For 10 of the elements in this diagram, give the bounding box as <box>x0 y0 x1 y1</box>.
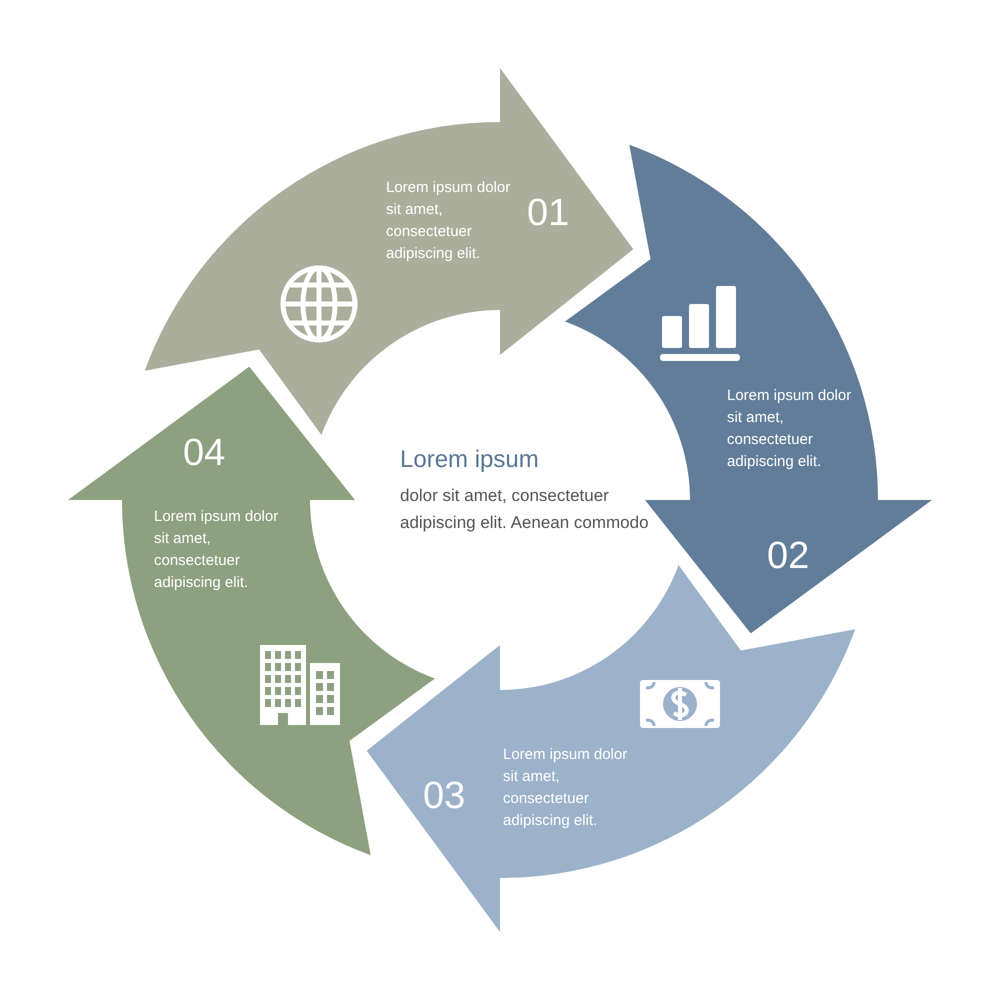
step-number: 03 <box>423 777 466 815</box>
step-number: 04 <box>183 434 226 472</box>
step-description: Lorem ipsum dolor sit amet, consectetuer adipiscing elit. <box>154 507 280 593</box>
step-number: 01 <box>527 194 570 232</box>
step-description: Lorem ipsum dolor sit amet, consectetuer adipiscing elit. <box>503 745 628 831</box>
step-description: Lorem ipsum dolor sit amet, consectetuer adipiscing elit. <box>727 386 852 472</box>
step-number: 02 <box>767 537 810 575</box>
step-description: Lorem ipsum dolor sit amet, consectetuer adipiscing elit. <box>386 178 512 264</box>
center-heading: Lorem ipsum <box>400 446 539 475</box>
center-description: dolor sit amet, consectetuer adipiscing elit. Aenean commodo <box>400 485 650 534</box>
